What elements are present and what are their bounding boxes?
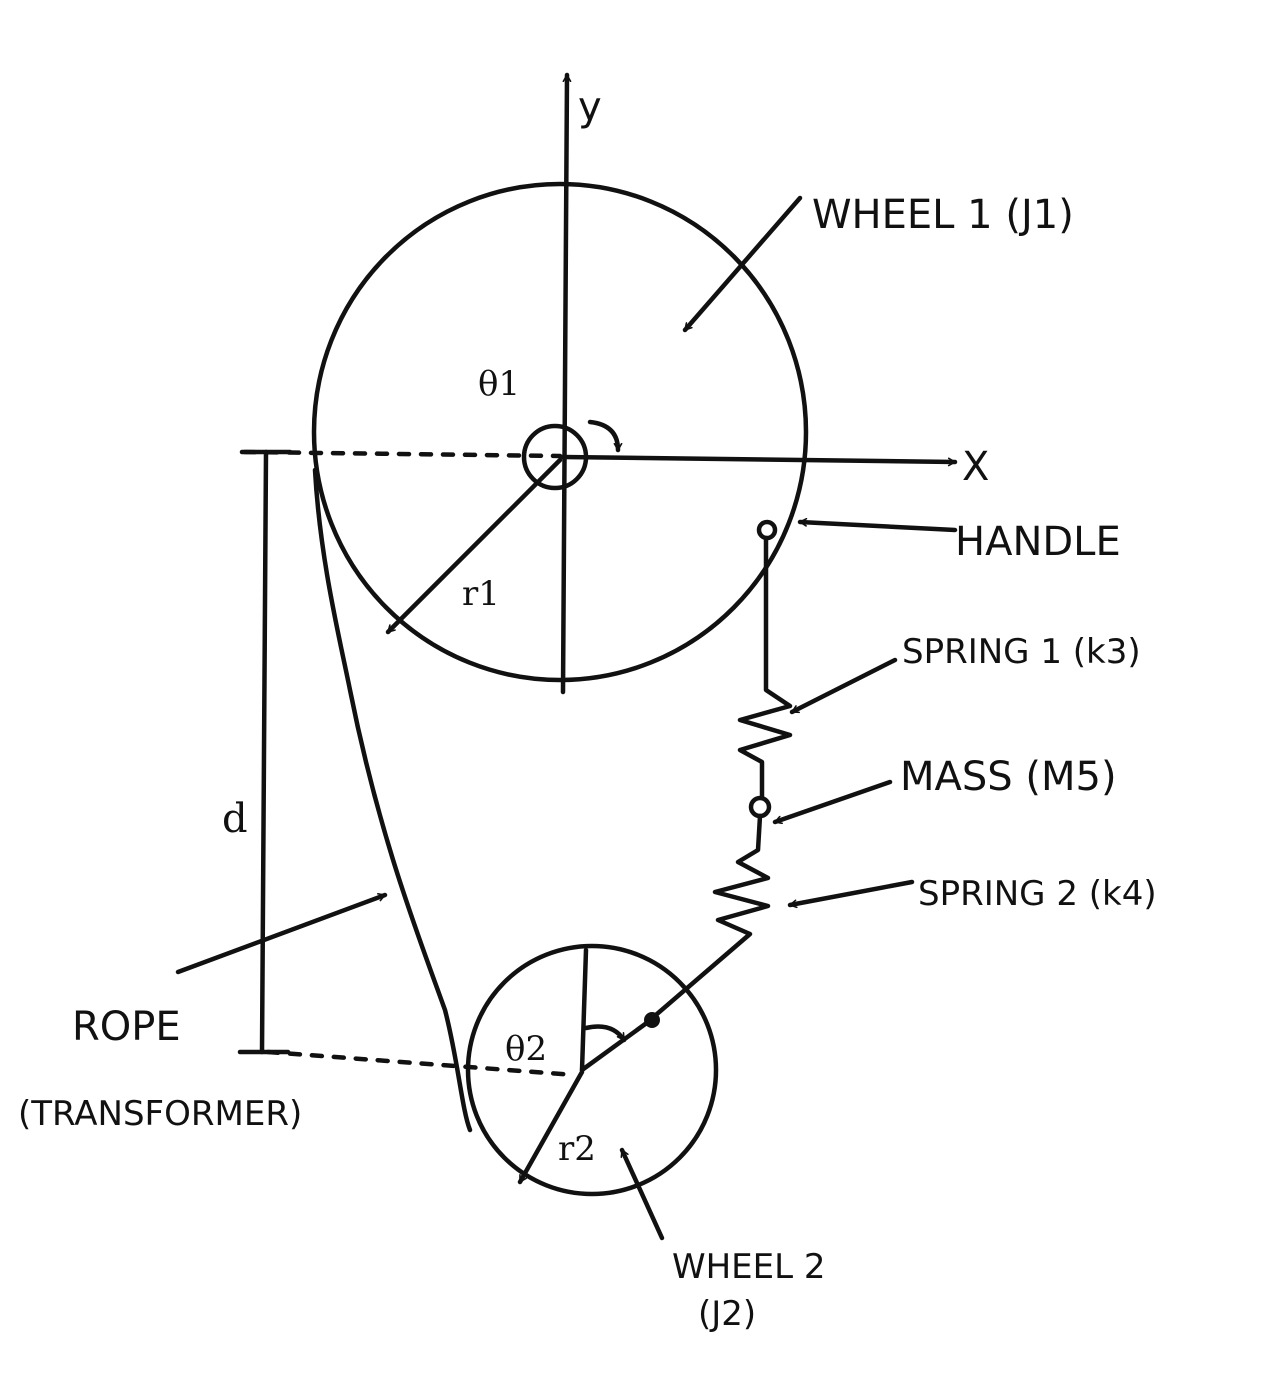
- theta2-arrow: [583, 1024, 627, 1043]
- rope-pointer-arrow: [175, 892, 388, 975]
- wheel2-label-line2: (J2): [698, 1294, 756, 1334]
- rope-label-line2: (TRANSFORMER): [18, 1094, 302, 1134]
- spring1-label: SPRING 1 (k3): [902, 632, 1141, 672]
- mass-label: MASS (M5): [900, 754, 1117, 800]
- spring1: [737, 535, 793, 801]
- wheel2-pointer-arrow: [619, 1147, 665, 1241]
- theta1-arrow: [587, 419, 623, 453]
- r2-radius-arrow: [517, 1069, 585, 1185]
- rope: [312, 467, 473, 1133]
- handle-point: [756, 519, 778, 541]
- wheel2-outline: [465, 943, 719, 1197]
- theta2-label: θ2: [505, 1029, 547, 1069]
- spring2: [647, 813, 771, 1023]
- r2-label: r2: [558, 1129, 596, 1169]
- theta1-label: θ1: [478, 364, 520, 404]
- rope-label-line1: ROPE: [72, 1004, 181, 1050]
- wheel1-outline: [311, 181, 809, 683]
- x-axis-label: X: [962, 444, 989, 490]
- wheel2-spoke-to-anchor: [579, 1019, 651, 1073]
- y-axis: [560, 72, 572, 695]
- mass-pointer-arrow: [772, 779, 893, 825]
- d-label: d: [222, 796, 248, 842]
- wheel2-label-line1: WHEEL 2: [672, 1247, 826, 1287]
- spring1-pointer-arrow: [789, 657, 898, 715]
- wheel1-pointer-arrow: [682, 195, 803, 333]
- handle-pointer-arrow: [797, 517, 958, 533]
- theta1-marker-circle: [521, 423, 589, 491]
- spring2-label: SPRING 2 (k4): [918, 874, 1157, 914]
- wheel2-vertical-line: [579, 947, 589, 1073]
- y-axis-label: y: [578, 84, 602, 130]
- spring2-pointer-arrow: [787, 879, 915, 909]
- wheel1-label: WHEEL 1 (J1): [812, 192, 1074, 238]
- handle-label: HANDLE: [955, 519, 1121, 565]
- x-axis: [560, 454, 958, 467]
- wheel1-center-dashed-line: [242, 449, 563, 459]
- r1-radius-arrow: [385, 457, 563, 635]
- d-dimension-line: [259, 449, 269, 1055]
- wheel2-center-dashed-line: [265, 1049, 578, 1078]
- r1-label: r1: [462, 574, 500, 614]
- mass-point: [748, 795, 772, 819]
